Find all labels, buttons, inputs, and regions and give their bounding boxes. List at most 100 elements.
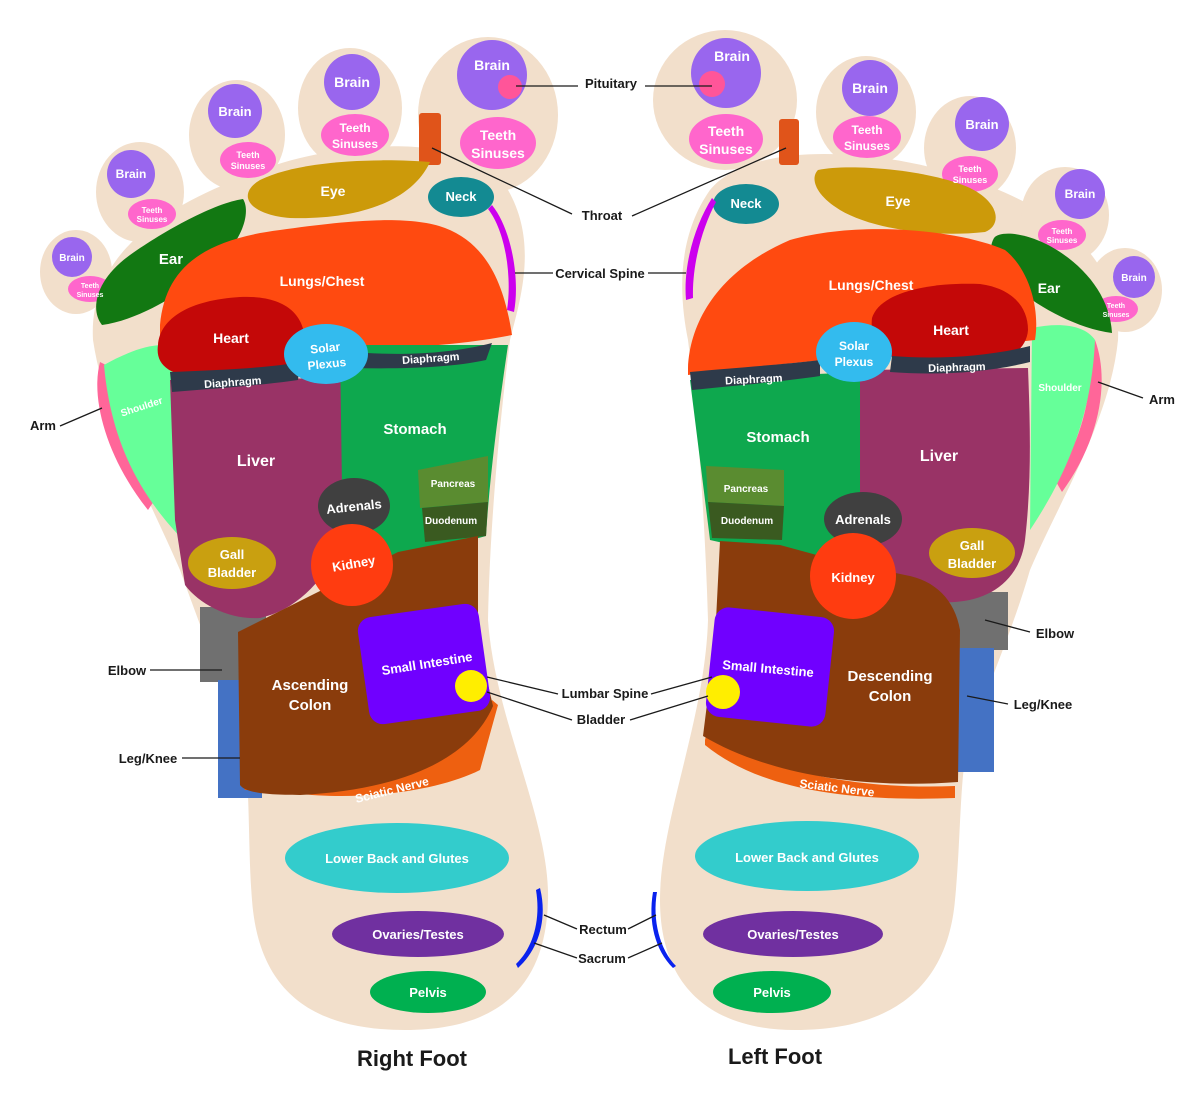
left-eye bbox=[814, 167, 996, 234]
label-ovaries: Ovaries/Testes bbox=[747, 927, 839, 942]
right-pelvis bbox=[370, 971, 486, 1013]
left-ovaries-testes bbox=[703, 911, 883, 957]
label-ascending: Ascending bbox=[272, 677, 349, 694]
right-foot-labels: Brain Teeth Sinuses Brain Teeth Sinuses … bbox=[59, 57, 525, 1000]
label-bladder-word: Bladder bbox=[208, 565, 256, 580]
label-descending: Descending bbox=[847, 668, 932, 685]
label-ear: Ear bbox=[1038, 280, 1061, 296]
right-pancreas bbox=[418, 456, 488, 508]
lead-bladder-right bbox=[486, 691, 573, 721]
right-ovaries-testes bbox=[332, 911, 504, 957]
lead-elbow-left bbox=[984, 619, 1031, 633]
left-brain-2 bbox=[842, 60, 898, 116]
right-cervical-spine bbox=[488, 205, 516, 312]
callout-arm-right: Arm bbox=[30, 418, 56, 433]
lead-lumbar-left bbox=[650, 676, 713, 695]
label-ear: Ear bbox=[159, 251, 183, 268]
right-heart bbox=[157, 296, 306, 378]
label-brain: Brain bbox=[59, 253, 85, 264]
label-solar: Solar bbox=[839, 339, 869, 353]
callout-lumbar-spine: Lumbar Spine bbox=[562, 686, 649, 701]
left-foot bbox=[651, 30, 1162, 1030]
lead-leg-left bbox=[966, 695, 1009, 705]
label-teeth: Teeth bbox=[1107, 303, 1125, 310]
callout-leg-knee-left: Leg/Knee bbox=[1014, 697, 1073, 712]
label-teeth: Teeth bbox=[480, 127, 516, 143]
lead-arm-left bbox=[1097, 381, 1144, 399]
left-throat bbox=[779, 119, 799, 165]
label-adrenals: Adrenals bbox=[325, 496, 382, 517]
lead-throat-right bbox=[431, 147, 573, 215]
label-diaphragm: Diaphragm bbox=[928, 361, 986, 375]
left-pelvis bbox=[713, 971, 831, 1013]
left-gall-bladder bbox=[929, 528, 1015, 578]
left-brain-4 bbox=[1055, 169, 1105, 219]
right-pituitary bbox=[498, 75, 522, 99]
title-right-foot: Right Foot bbox=[357, 1046, 468, 1071]
label-lungs-chest: Lungs/Chest bbox=[280, 273, 365, 289]
right-solar-plexus bbox=[284, 324, 368, 384]
label-diaphragm: Diaphragm bbox=[725, 372, 783, 387]
callout-arm-left: Arm bbox=[1149, 392, 1175, 407]
right-eye bbox=[247, 160, 430, 219]
right-brain-4 bbox=[107, 150, 155, 198]
left-pancreas bbox=[706, 466, 784, 506]
right-ear bbox=[96, 199, 246, 325]
left-brain-5 bbox=[1113, 256, 1155, 298]
label-brain: Brain bbox=[1065, 187, 1096, 201]
left-cervical-spine bbox=[685, 198, 716, 300]
label-colon: Colon bbox=[289, 697, 332, 714]
right-gall-bladder bbox=[188, 537, 276, 589]
left-diaphragm bbox=[690, 360, 820, 390]
right-adrenals bbox=[318, 478, 390, 534]
left-lower-back-glutes bbox=[695, 821, 919, 891]
label-gall: Gall bbox=[960, 538, 985, 553]
label-teeth: Teeth bbox=[851, 123, 882, 137]
left-solar-plexus bbox=[816, 322, 892, 382]
callout-rectum: Rectum bbox=[579, 922, 627, 937]
right-sciatic-nerve bbox=[240, 700, 498, 797]
left-heart bbox=[871, 283, 1028, 370]
label-sinuses: Sinuses bbox=[953, 175, 988, 185]
label-sinuses: Sinuses bbox=[1047, 236, 1078, 245]
right-brain-big bbox=[457, 40, 527, 110]
callout-cervical-spine: Cervical Spine bbox=[555, 266, 645, 281]
callout-throat: Throat bbox=[582, 208, 623, 223]
lead-arm-right bbox=[59, 407, 103, 427]
label-lower-back: Lower Back and Glutes bbox=[735, 850, 879, 865]
label-teeth: Teeth bbox=[958, 164, 981, 174]
label-lower-back: Lower Back and Glutes bbox=[325, 851, 469, 866]
right-duodenum bbox=[422, 502, 488, 542]
right-lower-back-glutes bbox=[285, 823, 509, 893]
label-bladder-word: Bladder bbox=[948, 556, 996, 571]
label-colon: Colon bbox=[869, 688, 912, 705]
left-ear bbox=[991, 233, 1112, 333]
label-brain: Brain bbox=[474, 57, 510, 73]
label-liver: Liver bbox=[920, 448, 958, 465]
left-diaphragm-b bbox=[890, 346, 1030, 374]
lead-sacrum-left bbox=[627, 942, 663, 959]
right-foot bbox=[40, 37, 558, 1030]
label-liver: Liver bbox=[237, 453, 275, 470]
callout-bladder: Bladder bbox=[577, 712, 625, 727]
left-duodenum bbox=[708, 502, 784, 540]
label-sinuses: Sinuses bbox=[699, 141, 753, 157]
label-brain: Brain bbox=[965, 117, 998, 132]
label-teeth: Teeth bbox=[708, 123, 744, 139]
label-shoulder: Shoulder bbox=[1038, 383, 1081, 394]
label-heart: Heart bbox=[213, 330, 249, 346]
label-neck: Neck bbox=[730, 196, 762, 211]
left-sciatic-nerve bbox=[705, 728, 955, 799]
label-plexus: Plexus bbox=[835, 355, 874, 369]
label-pancreas: Pancreas bbox=[431, 479, 476, 490]
label-pelvis: Pelvis bbox=[409, 985, 447, 1000]
label-pancreas: Pancreas bbox=[724, 484, 769, 495]
label-adrenals: Adrenals bbox=[835, 512, 891, 527]
right-throat bbox=[419, 113, 441, 165]
right-neck bbox=[428, 177, 494, 217]
left-teeth-sinuses-big bbox=[689, 114, 763, 164]
lead-sacrum-right bbox=[533, 942, 578, 959]
right-brain-3 bbox=[208, 84, 262, 138]
label-stomach: Stomach bbox=[383, 421, 446, 438]
